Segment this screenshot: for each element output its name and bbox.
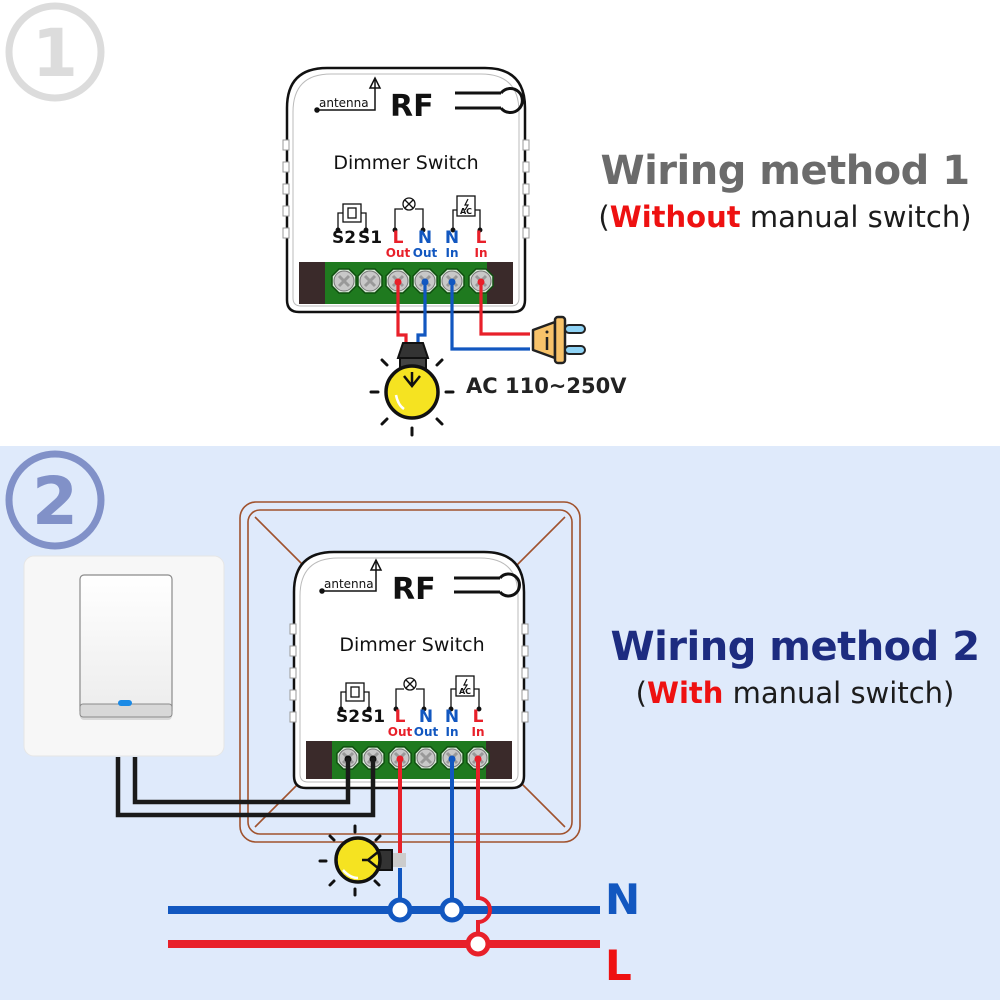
- terminal-sublabel-5: In: [471, 725, 484, 739]
- terminal-sublabel-4: In: [445, 725, 458, 739]
- rf-label: RF: [392, 572, 436, 607]
- terminal-label-5: L: [476, 228, 487, 248]
- terminal-label-0: S2: [336, 707, 360, 727]
- device-name: Dimmer Switch: [333, 152, 478, 174]
- terminal-sublabel-3: Out: [413, 246, 438, 260]
- terminal-label-2: L: [395, 707, 406, 727]
- live-label: L: [605, 941, 632, 990]
- neutral-label: N: [605, 875, 640, 924]
- side-notches: [289, 623, 529, 723]
- lamp-symbol: [393, 677, 427, 712]
- voltage-label: AC 110~250V: [466, 374, 627, 398]
- terminal-label-3: N: [418, 228, 432, 248]
- terminal-label-5: L: [473, 707, 484, 727]
- rf-key-icon: [454, 572, 521, 598]
- method2-subtitle: (With manual switch): [600, 676, 990, 710]
- antenna-label: antenna: [319, 96, 369, 110]
- terminal-sublabel-5: In: [474, 246, 487, 260]
- wire-s1: [115, 757, 376, 818]
- method2-subtitle-emphasis: With: [646, 676, 724, 710]
- terminal-screw-3: [414, 746, 438, 770]
- switch-symbol: [335, 203, 369, 233]
- paren: (: [598, 200, 610, 234]
- antenna-icon: [319, 558, 383, 594]
- badge-1: 1: [5, 2, 105, 102]
- method2-title: Wiring method 2: [610, 624, 980, 670]
- switch-indicator-led: [118, 700, 132, 706]
- wall-switch[interactable]: [23, 555, 225, 757]
- terminal-label-3: N: [419, 707, 433, 727]
- mains-bus: [168, 906, 600, 948]
- terminal-label-4: N: [445, 228, 459, 248]
- terminal-sublabel-2: Out: [386, 246, 411, 260]
- method1-subtitle-emphasis: Without: [609, 200, 741, 234]
- badge-2: 2: [5, 450, 105, 550]
- wire-n-in: [450, 281, 530, 351]
- method2-subtitle-rest: manual switch): [723, 676, 955, 710]
- terminal-sublabel-4: In: [445, 246, 458, 260]
- rf-label: RF: [390, 89, 434, 124]
- terminal-label-0: S2: [332, 228, 356, 248]
- badge-2-number: 2: [32, 463, 78, 540]
- switch-symbol: [338, 682, 372, 712]
- ac-symbol-label: AC: [459, 687, 471, 696]
- terminal-screw-0: [331, 268, 357, 294]
- wires-switch: [115, 757, 376, 818]
- device-name: Dimmer Switch: [339, 634, 484, 656]
- power-plug-icon: [531, 315, 586, 365]
- light-bulb-icon: [369, 342, 455, 437]
- light-bulb-icon: [318, 824, 406, 897]
- method1-subtitle: (Without manual switch): [590, 200, 980, 234]
- rf-key-icon: [455, 87, 524, 114]
- terminal-sublabel-2: Out: [388, 725, 413, 739]
- wire-l-in: [479, 281, 530, 336]
- wire-s2: [132, 757, 351, 805]
- terminal-block: [306, 741, 512, 779]
- wire-n-out: [416, 281, 427, 345]
- wire-l-in: [476, 758, 492, 942]
- method1-title: Wiring method 1: [600, 148, 970, 194]
- badge-1-number: 1: [32, 15, 78, 92]
- wire-l-out: [396, 281, 408, 345]
- lamp-symbol: [392, 197, 426, 233]
- paren: (: [635, 676, 647, 710]
- ac-symbol-label: AC: [460, 207, 472, 216]
- junction-nodes: [387, 897, 491, 957]
- terminal-label-2: L: [393, 228, 404, 248]
- terminal-sublabel-3: Out: [414, 725, 439, 739]
- ac-source-symbol: [450, 195, 483, 233]
- wires-method1: [396, 281, 530, 351]
- ac-source-symbol: [448, 675, 482, 712]
- antenna-icon: [314, 76, 382, 113]
- terminal-screw-1: [357, 268, 383, 294]
- method1-subtitle-rest: manual switch): [740, 200, 972, 234]
- terminal-label-1: S1: [361, 707, 385, 727]
- antenna-label: antenna: [324, 577, 374, 591]
- side-notches: [282, 139, 530, 239]
- terminal-label-1: S1: [358, 228, 382, 248]
- terminal-label-4: N: [445, 707, 459, 727]
